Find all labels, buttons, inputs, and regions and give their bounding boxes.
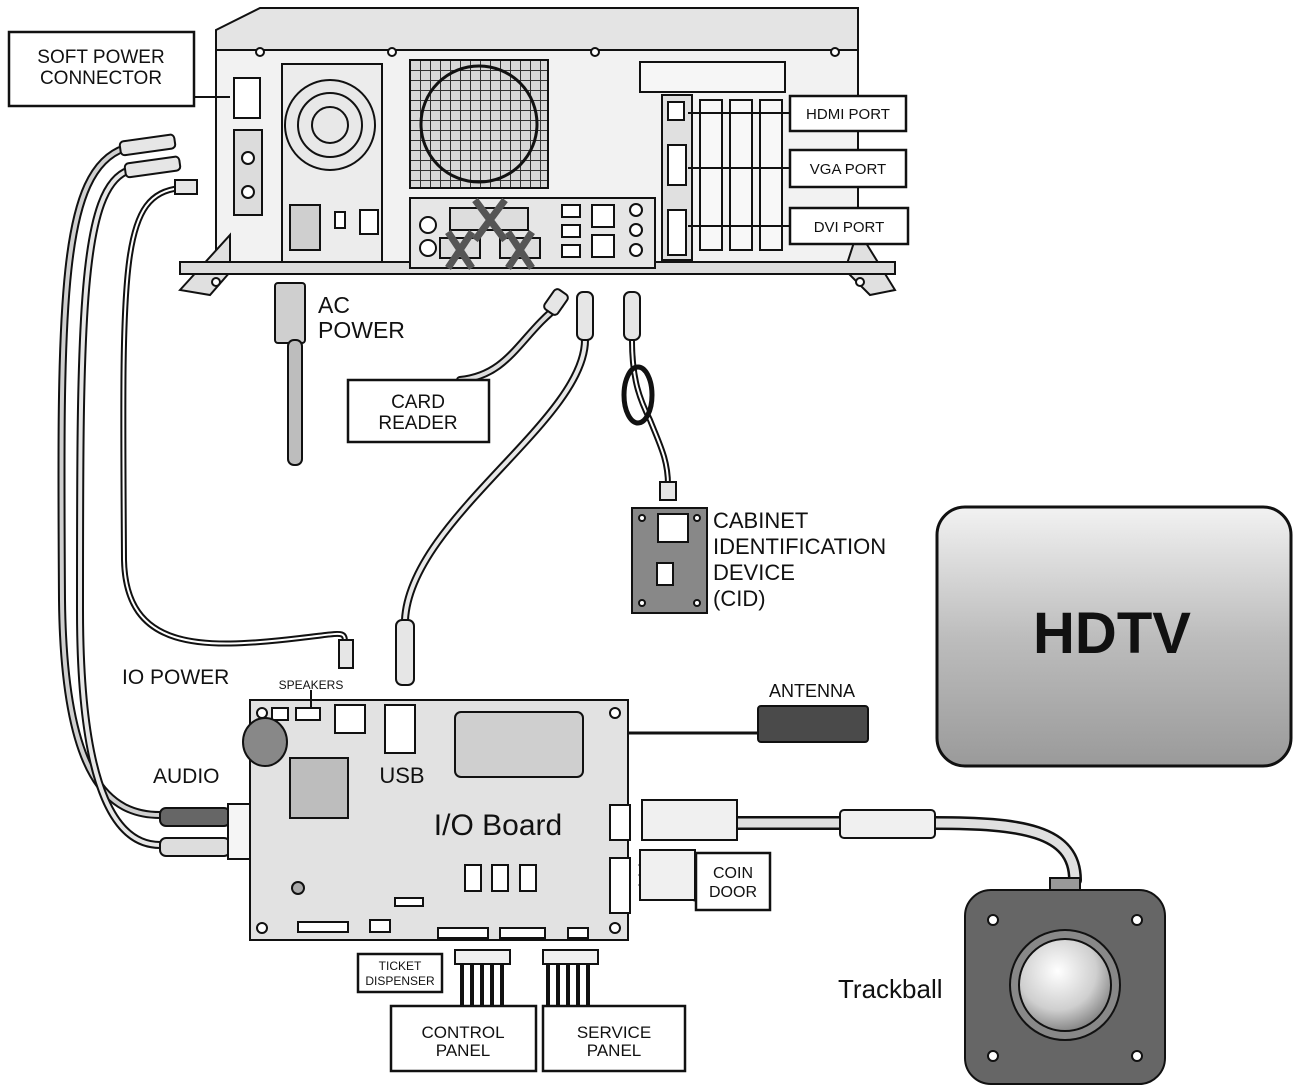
- cid-label-line4: (CID): [713, 586, 766, 611]
- dvi-port-label: DVI PORT: [814, 219, 885, 236]
- ticket-dispenser-label-line2: DISPENSER: [365, 974, 435, 988]
- service-panel-label-line2: PANEL: [587, 1041, 642, 1060]
- antenna-label: ANTENNA: [769, 681, 855, 701]
- soft-power-label-line2: CONNECTOR: [40, 68, 162, 89]
- speakers-label: SPEAKERS: [279, 678, 344, 692]
- trackball-label: Trackball: [838, 974, 943, 1004]
- card-reader-label-line2: READER: [378, 413, 457, 434]
- trackball-unit: [965, 878, 1165, 1084]
- coin-door-label-line1: COIN: [713, 865, 753, 882]
- control-panel-label-line2: PANEL: [436, 1041, 491, 1060]
- cid-label-line2: IDENTIFICATION: [713, 534, 886, 559]
- ac-power-label-line2: POWER: [318, 317, 405, 343]
- io-board-label: I/O Board: [434, 809, 562, 842]
- pc-chassis: [180, 8, 895, 295]
- service-panel-label-line1: SERVICE: [577, 1023, 651, 1042]
- hdtv-label: HDTV: [1033, 601, 1191, 666]
- card-reader-label-line1: CARD: [391, 392, 445, 413]
- ticket-dispenser-label-line1: TICKET: [379, 959, 422, 973]
- usb-label: USB: [379, 763, 424, 788]
- control-panel-label-line1: CONTROL: [421, 1023, 504, 1042]
- cid-label-line1: CABINET: [713, 508, 808, 533]
- cid-label-line3: DEVICE: [713, 560, 795, 585]
- coin-door-label-line2: DOOR: [709, 884, 757, 901]
- audio-label: AUDIO: [153, 765, 220, 788]
- ac-power-label-line1: AC: [318, 292, 350, 318]
- cid-device: [632, 508, 707, 613]
- antenna-module: [758, 706, 868, 742]
- hdmi-port-label: HDMI PORT: [806, 106, 890, 123]
- soft-power-label-line1: SOFT POWER: [37, 47, 164, 68]
- io-power-label: IO POWER: [122, 666, 229, 689]
- vga-port-label: VGA PORT: [810, 161, 886, 178]
